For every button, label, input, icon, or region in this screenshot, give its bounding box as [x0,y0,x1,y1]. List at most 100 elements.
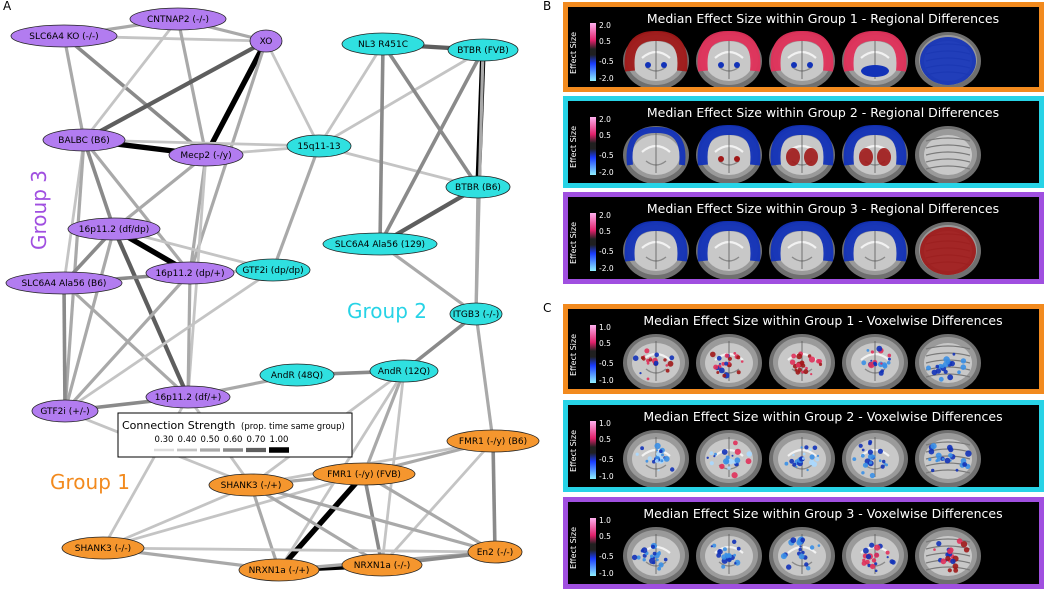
legend-level-label: 0.40 [178,435,197,445]
colorbar-tick: -0.5 [599,359,614,368]
edge-q15-btbrfvb [318,48,484,148]
brain-slice [842,31,908,87]
svg-text:FMR1 (-/y) (B6): FMR1 (-/y) (B6) [459,437,527,447]
brain-slice [696,430,762,487]
edge-nl3-slc129 [378,43,385,245]
brain-panel-canvas: Median Effect Size within Group 1 - Voxe… [568,309,1039,389]
regional-panel-group-3: Median Effect Size within Group 3 - Regi… [563,192,1044,284]
colorbar-label: Effect Size [569,32,578,74]
brain-slice [915,527,981,584]
svg-text:FMR1 (-/y) (FVB): FMR1 (-/y) (FVB) [327,470,401,480]
node-mecp2: Mecp2 (-/y) [168,143,244,167]
edge-balbc-slcala56b6 [62,139,86,284]
edge-shank3pm-nrxnpm [249,484,281,571]
node-gtf2idp: GTF2i (dp/dp) [235,258,311,282]
colorbar [590,421,596,479]
colorbar [590,23,596,81]
node-fmr1fvb: FMR1 (-/y) (FVB) [312,462,416,486]
node-p16dp: 16p11.2 (dp/+) [145,261,235,285]
colorbar-tick: 1.0 [599,516,611,525]
panel-title: Median Effect Size within Group 2 - Voxe… [643,409,1002,424]
brain-slice [842,125,908,183]
edge-fmr1fvb-nrxnpm [276,472,367,572]
edge-fmr1fvb-shank3mm [102,472,365,550]
svg-text:AndR (48Q): AndR (48Q) [271,371,323,381]
node-andr12: AndR (12Q) [369,359,439,383]
edge-q15-nl3 [317,43,385,147]
edge-p16dfdp-gtf2ipm [63,228,116,412]
svg-text:Mecp2 (-/y): Mecp2 (-/y) [180,151,231,161]
colorbar-tick: -1.0 [599,376,614,385]
node-btbrb6: BTBR (B6) [445,175,511,199]
edge-slc129-itgb3 [379,242,477,316]
edge-fmr1fvb-en2 [363,472,496,554]
colorbar-tick: -2.0 [599,74,614,83]
colorbar-tick: -0.5 [599,57,614,66]
edge-fmr1b6-en2 [491,440,497,553]
colorbar-tick: 0.5 [599,37,611,46]
colorbar-tick: 0.5 [599,131,611,140]
colorbar-label: Effect Size [569,527,578,569]
brain-slice [915,32,981,87]
colorbar-tick: 2.0 [599,21,611,30]
svg-text:NRXN1a (-/-): NRXN1a (-/-) [354,561,411,571]
colorbar-label: Effect Size [569,334,578,376]
edge-p16dp-p16df [186,272,192,398]
edge-nl3-btbrb6 [381,43,480,188]
svg-text:BTBR (FVB): BTBR (FVB) [457,46,509,56]
edge-xo-mecp2 [203,39,269,157]
panel-title: Median Effect Size within Group 1 - Voxe… [643,313,1002,328]
panel-title: Median Effect Size within Group 3 - Voxe… [643,506,1002,521]
panel-title: Median Effect Size within Group 1 - Regi… [647,11,999,26]
panel-label-a: A [3,0,12,13]
brain-slice [915,430,981,487]
colorbar-tick: -0.5 [599,455,614,464]
node-p16dfdp: 16p11.2 (df/dp) [67,217,161,241]
brain-slice [623,126,689,183]
brain-slice [769,31,835,87]
brain-panel-canvas: Median Effect Size within Group 3 - Regi… [568,197,1039,279]
edge-btbrfvb-slc129 [378,49,485,245]
node-nl3: NL3 R451C [341,32,425,56]
brain-slice [696,125,762,183]
edge-slc6a4ko-balbc [62,35,86,141]
colorbar-label: Effect Size [569,222,578,264]
svg-text:XO: XO [260,37,273,47]
brain-slice [623,430,689,487]
brain-slice [842,221,908,279]
node-en2: En2 (-/-) [467,540,523,564]
svg-text:ITGB3 (-/-): ITGB3 (-/-) [453,310,499,320]
brain-slice [623,221,689,279]
colorbar-tick: 0.5 [599,532,611,541]
edge-itgb3-fmr1b6 [474,313,495,442]
panel-label-c: C [543,301,552,315]
colorbar [590,213,596,271]
brain-slice [769,221,835,279]
legend-level-label: 0.50 [201,435,220,445]
svg-text:SLC6A4 Ala56 (129): SLC6A4 Ala56 (129) [335,240,425,250]
brain-slice [769,527,835,584]
legend-level-label: 0.70 [247,435,266,445]
edge-balbc-p16dfdp [82,139,116,230]
edge-cntnap2-balbc [82,18,180,141]
brain-slice [623,527,689,584]
node-shank3pm: SHANK3 (-/+) [208,473,294,497]
svg-text:GTF2i (dp/dp): GTF2i (dp/dp) [242,266,303,276]
regional-panel-group-1: Median Effect Size within Group 1 - Regi… [563,2,1044,92]
node-p16df: 16p11.2 (df/+) [145,385,231,409]
brain-slice [696,527,762,584]
node-balbc: BALBC (B6) [42,128,126,152]
voxelwise-panel-group-1: Median Effect Size within Group 1 - Voxe… [563,304,1044,394]
panel-title: Median Effect Size within Group 3 - Regi… [647,201,999,216]
colorbar-label: Effect Size [569,430,578,472]
brain-panel-canvas: Median Effect Size within Group 2 - Voxe… [568,405,1039,487]
edge-p16dfdp-p16df [112,228,190,398]
svg-text:16p11.2 (df/+): 16p11.2 (df/+) [155,393,222,403]
svg-text:15q11-13: 15q11-13 [297,142,340,152]
regional-panel-group-2: Median Effect Size within Group 2 - Regi… [563,96,1044,188]
brain-slice [915,334,981,389]
svg-text:SHANK3 (-/+): SHANK3 (-/+) [221,481,282,491]
colorbar-tick: -2.0 [599,168,614,177]
edge-slcala56b6-gtf2ipm [62,282,67,412]
